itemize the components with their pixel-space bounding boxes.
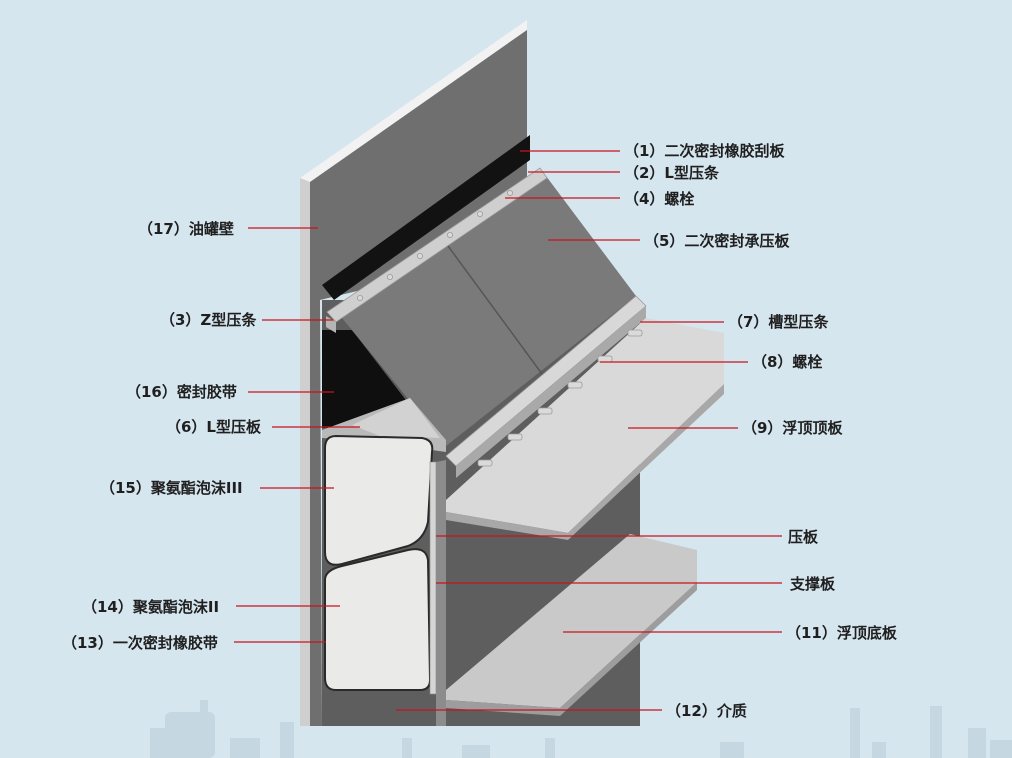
label-l-strip: （2）L型压条 <box>624 164 720 182</box>
label-polyurethane-foam-iii: （15）聚氨酯泡沫III <box>100 479 243 497</box>
label-floating-roof-top-plate: （9）浮顶顶板 <box>742 419 843 437</box>
top-plate-edge <box>446 384 724 540</box>
label-polyurethane-foam-ii: （14）聚氨酯泡沫II <box>82 598 219 616</box>
press-plate <box>429 461 437 695</box>
polyurethane-foam-ii <box>324 548 432 691</box>
secondary-rubber-wiper <box>322 135 530 300</box>
label-secondary-rubber-wiper: （1）二次密封橡胶刮板 <box>624 142 785 160</box>
labels: （1）二次密封橡胶刮板 （2）L型压条 （4）螺栓 （5）二次密封承压板 （17… <box>62 142 898 720</box>
floating-roof-bottom-plate <box>446 534 697 708</box>
l-pressure-plate-top <box>352 398 440 438</box>
l-strip <box>326 167 548 323</box>
bolts-lower <box>477 329 643 467</box>
tank-wall <box>300 20 527 726</box>
label-sealing-tape: （16）密封胶带 <box>126 383 237 401</box>
label-secondary-seal-pressure-plate: （5）二次密封承压板 <box>644 232 790 250</box>
channel-strip-face <box>456 306 646 478</box>
secondary-seal-pressure-plate <box>342 168 636 460</box>
label-press-plate: 压板 <box>788 528 819 546</box>
label-bolt-lower: （8）螺栓 <box>752 353 822 371</box>
label-tank-wall: （17）油罐壁 <box>138 220 234 238</box>
polyurethane-foam-iii <box>324 434 434 566</box>
industrial-skyline-silhouette <box>150 700 1012 758</box>
label-support-plate: 支撑板 <box>789 575 836 593</box>
label-floating-roof-bottom-plate: （11）浮顶底板 <box>786 624 898 642</box>
label-z-strip: （3）Z型压条 <box>160 311 257 329</box>
support-plate <box>436 460 446 726</box>
label-l-pressure-plate: （6）L型压板 <box>166 418 262 436</box>
bottom-plate-edge <box>446 582 697 716</box>
bolts-upper <box>356 189 513 301</box>
label-bolt-upper: （4）螺栓 <box>624 190 694 208</box>
leader-lines <box>234 150 782 711</box>
label-medium: （12）介质 <box>666 702 747 720</box>
label-primary-rubber-seal-tape: （13）一次密封橡胶带 <box>62 634 218 652</box>
label-channel-strip: （7）槽型压条 <box>728 313 829 331</box>
floating-roof-top-plate <box>446 318 724 533</box>
